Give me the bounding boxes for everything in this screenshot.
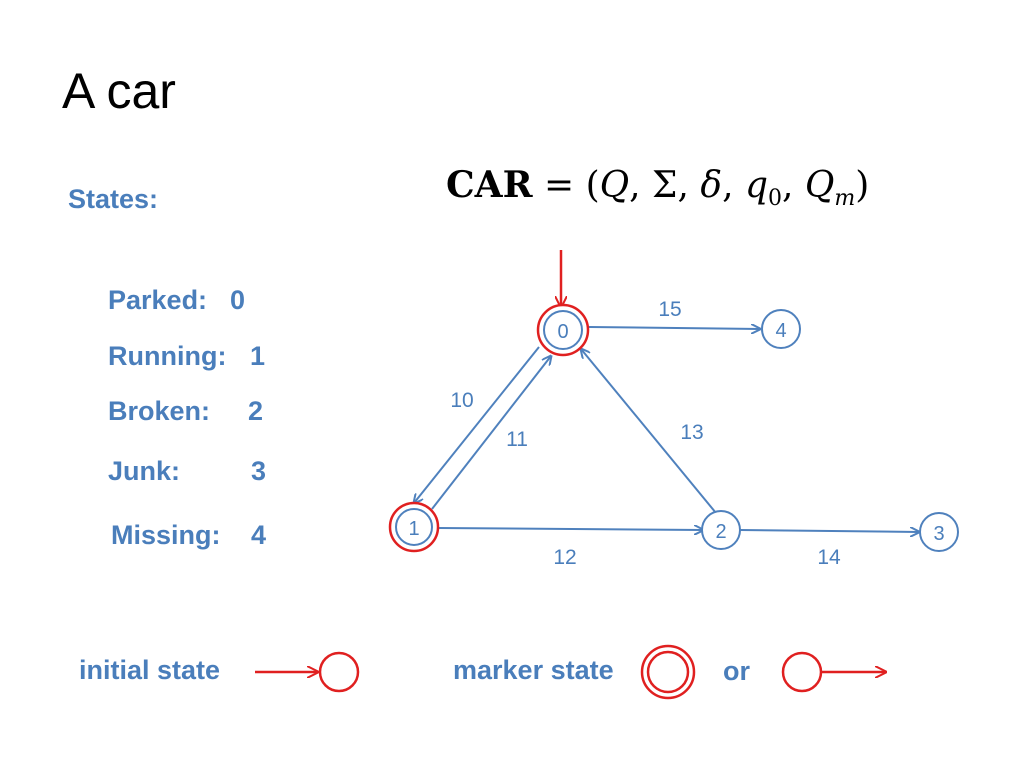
formula-lhs: CAR (446, 164, 533, 206)
edge-12 (437, 528, 703, 530)
edge-10 (414, 346, 540, 503)
states-heading: States: (68, 184, 159, 214)
formula-delta: δ (700, 165, 723, 206)
edge-label-12: 12 (553, 546, 576, 569)
formula-q: Q (599, 165, 630, 206)
node-3: 3 (919, 512, 959, 552)
edge-14 (739, 530, 919, 532)
formula-qm-sub: m (834, 186, 856, 212)
legend-initial-label: initial state (79, 655, 221, 685)
state-junk: Junk: 3 (108, 456, 266, 549)
node-label: 3 (933, 523, 944, 545)
formula-close: ) (855, 165, 870, 206)
legend-marker-symbol (640, 644, 696, 700)
state-number: 1 (250, 341, 266, 371)
state-parked: Parked: 0 (108, 285, 245, 378)
state-number: 0 (230, 285, 246, 315)
slide-title: A car (62, 63, 176, 119)
formula-qm: Q (804, 165, 835, 206)
state-number: 4 (251, 520, 267, 550)
state-name: Broken: (108, 396, 211, 426)
state-name: Parked: (108, 285, 208, 315)
edge-label-13: 13 (680, 421, 703, 444)
state-name: Running: (108, 341, 227, 371)
edge-label-15: 15 (658, 298, 681, 321)
formula-q0-sub: 0 (768, 186, 782, 212)
state-number: 2 (248, 396, 264, 426)
edge-label-10: 10 (450, 389, 473, 412)
formula-sep1: , (722, 165, 745, 206)
node-1: 1 (388, 501, 440, 553)
state-missing: Missing: 4 (111, 520, 266, 613)
state-name: Missing: (111, 520, 221, 550)
node-0: 0 (536, 303, 590, 357)
edge-label-11: 11 (506, 428, 528, 451)
node-2: 2 (701, 510, 741, 550)
edge-11 (431, 356, 551, 510)
state-running: Running: 1 (108, 341, 265, 434)
state-number: 3 (251, 456, 267, 486)
formula-sigma: , Σ, (629, 165, 701, 206)
legend-marker-label: marker state (453, 655, 614, 685)
edge-13 (581, 349, 717, 514)
formula-sep2: , (782, 165, 805, 206)
automaton-formula: CAR = (Q, Σ, δ, q0, Qm) (446, 164, 869, 211)
formula-eq: = ( (532, 165, 600, 206)
edge-15 (588, 327, 760, 329)
state-name: Junk: (108, 456, 181, 486)
node-label: 2 (715, 521, 726, 543)
node-4: 4 (761, 309, 801, 349)
legend-initial-symbol (255, 651, 360, 693)
node-label: 4 (775, 320, 786, 342)
node-label: 1 (408, 518, 419, 540)
formula-q0: q (744, 165, 768, 206)
legend-marker-alt-symbol (781, 651, 886, 693)
legend-or-label: or (723, 656, 750, 686)
state-broken: Broken: 2 (108, 396, 263, 489)
edge-label-14: 14 (817, 546, 841, 569)
node-label: 0 (557, 321, 568, 343)
